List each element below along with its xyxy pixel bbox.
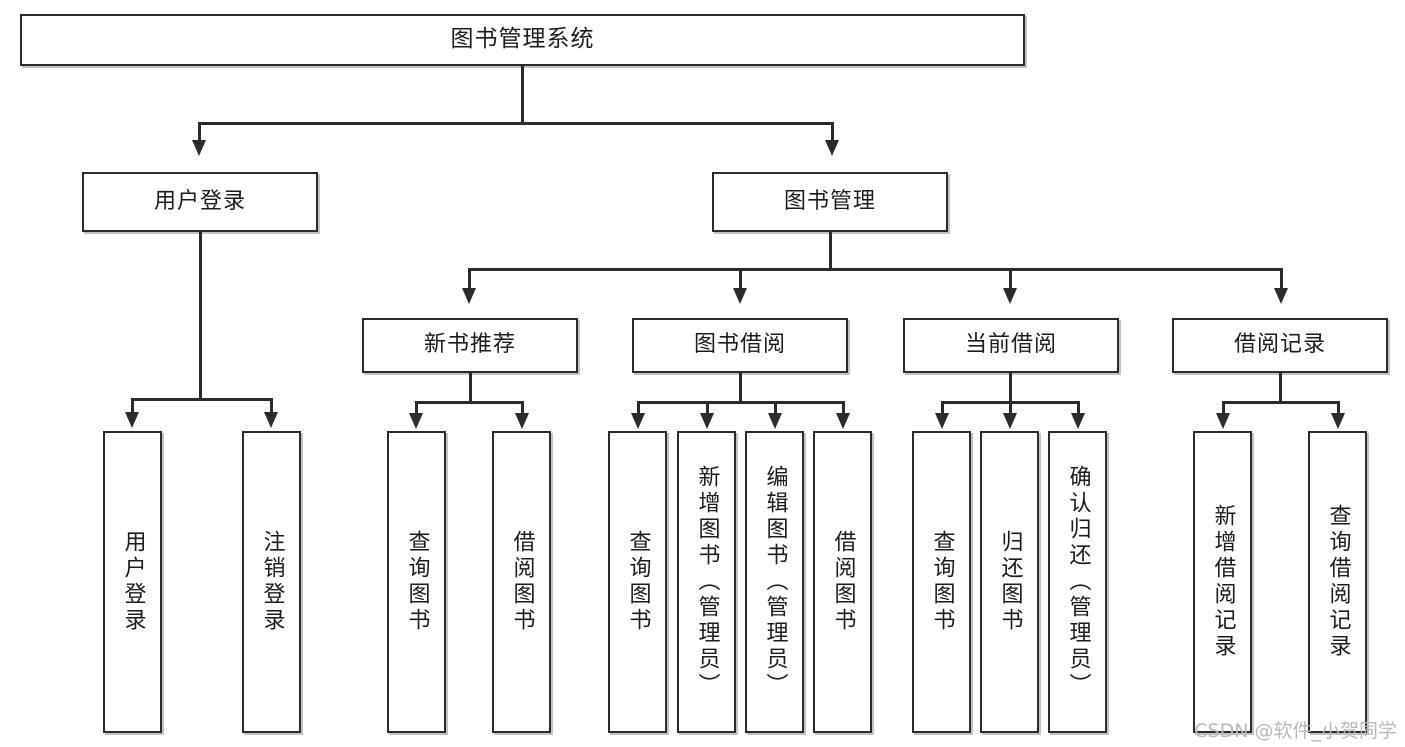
arrow-down-icon [935, 413, 949, 429]
connector-user-login-bus [131, 398, 272, 401]
connector-to-leaf [774, 401, 777, 421]
node-label: 借阅记录 [1233, 332, 1326, 358]
connector-to-leaf-user-login [131, 398, 134, 420]
arrow-down-icon [825, 140, 839, 156]
connector-to-borrow-record [1280, 268, 1283, 296]
connector-book-borrow-bus [637, 401, 844, 404]
node-current-borrow[interactable]: 当前借阅 [903, 318, 1119, 373]
node-user-login[interactable]: 用户登录 [82, 172, 318, 232]
leaf-borrow-book[interactable]: 借阅图书 [813, 431, 872, 733]
node-label: 查询图书 [404, 530, 430, 634]
connector-root-bus [198, 122, 834, 125]
leaf-confirm-return-admin[interactable]: 确认归还（管理员） [1048, 431, 1107, 733]
node-label: 查询借阅记录 [1325, 504, 1351, 660]
connector-current-borrow-stem [1009, 373, 1012, 403]
connector-borrow-record-stem [1279, 373, 1282, 403]
node-label: 图书管理 [783, 188, 876, 214]
arrow-down-icon [733, 288, 747, 304]
node-label: 图书管理系统 [450, 26, 595, 53]
node-label: 新增图书（管理员） [694, 465, 720, 699]
connector-to-leaf [1337, 401, 1340, 421]
node-label: 查询图书 [929, 530, 955, 634]
arrow-down-icon [836, 413, 850, 429]
node-label: 借阅图书 [509, 530, 535, 634]
connector-root-to-book-management [831, 122, 834, 148]
leaf-edit-book-admin[interactable]: 编辑图书（管理员） [745, 431, 804, 733]
connector-user-login-stem [199, 232, 202, 400]
leaf-query-book-borrow[interactable]: 查询图书 [608, 431, 667, 733]
leaf-borrow-book-newbook[interactable]: 借阅图书 [492, 431, 551, 733]
connector-to-current-borrow [1009, 268, 1012, 296]
connector-to-leaf [1077, 401, 1080, 421]
arrow-down-icon [462, 288, 476, 304]
arrow-down-icon [409, 413, 423, 429]
arrow-down-icon [1071, 413, 1085, 429]
connector-to-leaf [706, 401, 709, 421]
node-book-borrow[interactable]: 图书借阅 [632, 318, 848, 373]
arrow-down-icon [768, 413, 782, 429]
connector-to-leaf [521, 401, 524, 421]
node-label: 编辑图书（管理员） [762, 465, 788, 699]
connector-book-management-stem [829, 232, 832, 270]
leaf-query-borrow-record[interactable]: 查询借阅记录 [1308, 431, 1367, 733]
leaf-add-book-admin[interactable]: 新增图书（管理员） [677, 431, 736, 733]
node-book-management[interactable]: 图书管理 [712, 172, 948, 232]
watermark-text: CSDN @软件_小贺同学 [1194, 720, 1397, 742]
arrow-down-icon [1003, 288, 1017, 304]
node-label: 借阅图书 [830, 530, 856, 634]
node-label: 当前借阅 [964, 332, 1057, 358]
connector-new-book-bus [415, 401, 523, 404]
node-root-book-management-system[interactable]: 图书管理系统 [20, 14, 1025, 66]
arrow-down-icon [1003, 413, 1017, 429]
leaf-user-login[interactable]: 用户登录 [103, 431, 162, 733]
arrow-down-icon [1216, 413, 1230, 429]
node-label: 图书借阅 [693, 332, 786, 358]
arrow-down-icon [1331, 413, 1345, 429]
node-borrow-record[interactable]: 借阅记录 [1172, 318, 1388, 373]
leaf-logout[interactable]: 注销登录 [242, 431, 301, 733]
leaf-query-book-newbook[interactable]: 查询图书 [387, 431, 446, 733]
connector-to-leaf-logout [270, 398, 273, 420]
connector-to-leaf [637, 401, 640, 421]
connector-to-leaf [415, 401, 418, 421]
node-label: 新书推荐 [423, 332, 516, 358]
node-label: 注销登录 [259, 530, 285, 634]
leaf-add-borrow-record[interactable]: 新增借阅记录 [1193, 431, 1252, 733]
node-label: 新增借阅记录 [1210, 504, 1236, 660]
arrow-down-icon [192, 140, 206, 156]
node-label: 归还图书 [997, 530, 1023, 634]
node-label: 查询图书 [625, 530, 651, 634]
arrow-down-icon [515, 413, 529, 429]
connector-to-leaf [1009, 401, 1012, 421]
node-new-book-recommendation[interactable]: 新书推荐 [362, 318, 578, 373]
leaf-query-book-current[interactable]: 查询图书 [912, 431, 971, 733]
arrow-down-icon [1274, 288, 1288, 304]
connector-to-book-borrow [739, 268, 742, 296]
arrow-down-icon [631, 413, 645, 429]
connector-borrow-record-bus [1222, 401, 1337, 404]
connector-to-leaf [941, 401, 944, 421]
connector-root-to-user-login [198, 122, 201, 148]
connector-to-leaf [842, 401, 845, 421]
node-label: 用户登录 [120, 530, 146, 634]
connector-root-stem [521, 66, 524, 122]
connector-to-leaf [1222, 401, 1225, 421]
arrow-down-icon [264, 412, 278, 428]
connector-book-borrow-stem [739, 373, 742, 403]
leaf-return-book[interactable]: 归还图书 [980, 431, 1039, 733]
connector-book-management-bus [468, 268, 1280, 271]
connector-to-new-book [468, 268, 471, 296]
connector-new-book-stem [469, 373, 472, 403]
arrow-down-icon [125, 412, 139, 428]
node-label: 用户登录 [153, 188, 246, 214]
arrow-down-icon [700, 413, 714, 429]
node-label: 确认归还（管理员） [1065, 465, 1091, 699]
